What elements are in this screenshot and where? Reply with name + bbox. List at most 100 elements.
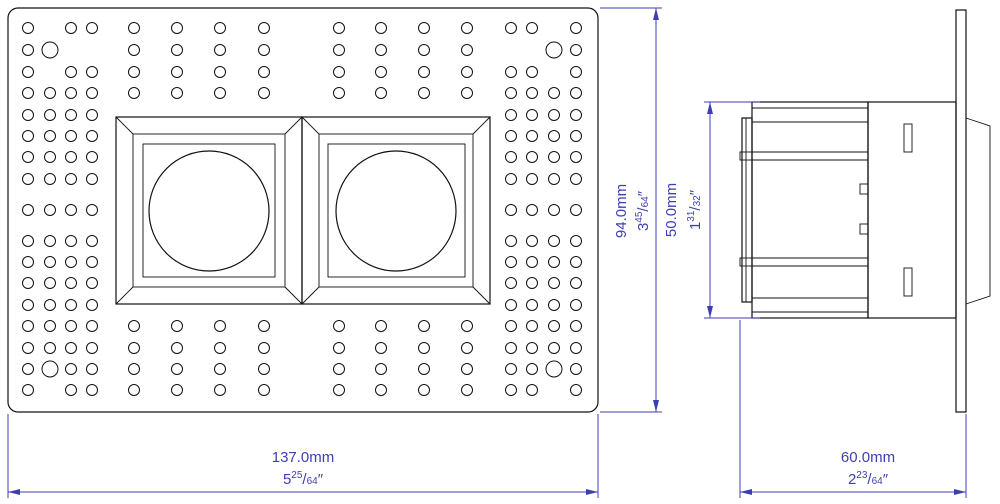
vent-hole (526, 204, 538, 216)
vent-hole (44, 277, 56, 289)
vent-hole (22, 277, 34, 289)
vent-hole (505, 173, 517, 185)
vent-hole (333, 44, 345, 56)
vent-hole (65, 151, 77, 163)
vent-hole (86, 363, 98, 375)
vent-hole (128, 87, 140, 99)
vent-hole (128, 320, 140, 332)
vent-hole (570, 235, 582, 247)
vent-hole (548, 320, 560, 332)
vent-hole (548, 109, 560, 121)
front-width-dimension: 137.0mm 525/64″ (7, 414, 599, 498)
vent-hole (22, 130, 34, 142)
front-width-metric: 137.0mm (272, 449, 335, 466)
vent-hole (570, 299, 582, 311)
vent-hole (86, 299, 98, 311)
vent-hole (333, 384, 345, 396)
vent-hole (333, 342, 345, 354)
vent-hole (505, 204, 517, 216)
vent-hole (548, 151, 560, 163)
vent-hole (570, 384, 582, 396)
side-height-dimension: 50.0mm 131/32″ (663, 101, 760, 319)
vent-hole (570, 87, 582, 99)
vent-hole (171, 66, 183, 78)
vent-hole (461, 320, 473, 332)
vent-hole (570, 44, 582, 56)
side-depth-dimension: 60.0mm 223/64″ (739, 320, 967, 498)
front-height-dimension: 94.0mm 345/64″ (600, 7, 662, 413)
vent-hole (22, 22, 34, 34)
vent-hole (86, 66, 98, 78)
vent-hole (22, 151, 34, 163)
vent-hole (526, 87, 538, 99)
vent-hole (548, 299, 560, 311)
vent-hole (548, 256, 560, 268)
side-depth-metric: 60.0mm (841, 449, 895, 466)
vent-hole (128, 66, 140, 78)
vent-hole (526, 130, 538, 142)
vent-hole (128, 363, 140, 375)
vent-hole (258, 66, 270, 78)
vent-hole (86, 109, 98, 121)
vent-hole (22, 204, 34, 216)
vent-hole (86, 235, 98, 247)
vent-hole (505, 342, 517, 354)
vent-hole (505, 66, 517, 78)
vent-hole (526, 22, 538, 34)
vent-hole (65, 299, 77, 311)
vent-hole (44, 109, 56, 121)
vent-hole (505, 320, 517, 332)
vent-hole (22, 235, 34, 247)
vent-hole (86, 173, 98, 185)
vent-hole (526, 66, 538, 78)
vent-hole (65, 109, 77, 121)
vent-hole (65, 277, 77, 289)
vent-hole (526, 256, 538, 268)
vent-hole (65, 320, 77, 332)
vent-hole (418, 363, 430, 375)
vent-hole (86, 204, 98, 216)
vent-hole (44, 299, 56, 311)
vent-hole (258, 363, 270, 375)
front-height-imperial: 345/64″ (634, 190, 652, 231)
vent-hole (65, 363, 77, 375)
vent-hole (505, 151, 517, 163)
vent-hole (505, 277, 517, 289)
vent-hole (333, 363, 345, 375)
vent-hole (86, 384, 98, 396)
vent-hole (505, 109, 517, 121)
vent-hole (22, 66, 34, 78)
vent-hole (44, 87, 56, 99)
vent-hole (171, 384, 183, 396)
vent-hole (22, 87, 34, 99)
vent-hole (505, 363, 517, 375)
vent-holes (22, 22, 582, 396)
vent-hole (22, 256, 34, 268)
vent-hole (461, 44, 473, 56)
vent-hole (333, 87, 345, 99)
vent-hole (505, 256, 517, 268)
vent-hole (171, 44, 183, 56)
vent-hole (86, 342, 98, 354)
left-trim-frame (115, 116, 303, 305)
vent-hole (526, 109, 538, 121)
vent-hole (86, 320, 98, 332)
vent-hole (44, 320, 56, 332)
vent-hole (22, 342, 34, 354)
vent-hole (214, 44, 226, 56)
vent-hole (44, 173, 56, 185)
vent-hole (526, 173, 538, 185)
vent-hole (526, 299, 538, 311)
vent-hole (526, 320, 538, 332)
side-body (751, 101, 869, 319)
vent-hole (570, 109, 582, 121)
vent-hole (171, 342, 183, 354)
vent-hole (418, 384, 430, 396)
vent-hole (44, 151, 56, 163)
vent-hole (65, 173, 77, 185)
vent-hole (526, 363, 538, 375)
vent-hole (44, 256, 56, 268)
vent-hole (418, 22, 430, 34)
vent-hole (44, 235, 56, 247)
vent-hole (22, 44, 34, 56)
